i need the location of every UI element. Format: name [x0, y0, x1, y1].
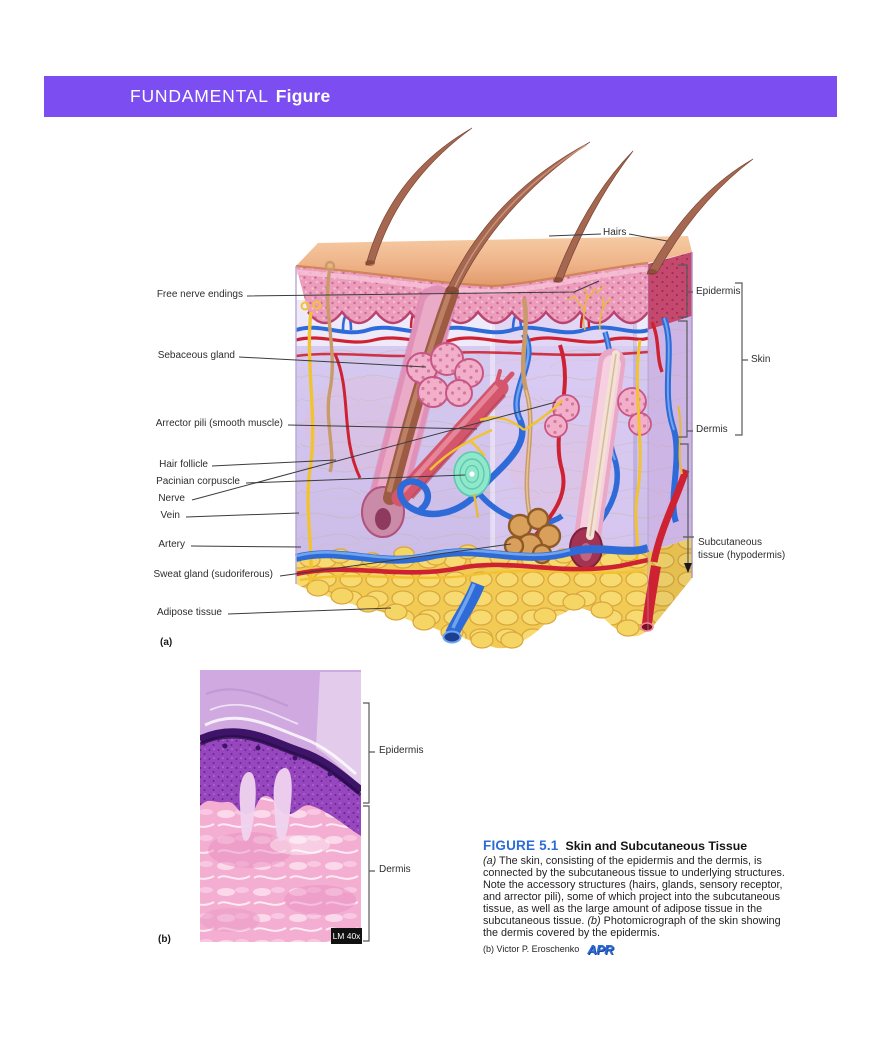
label-free-nerve-endings: Free nerve endings	[156, 289, 243, 300]
label-dermis: Dermis	[696, 424, 728, 435]
label-hairs: Hairs	[603, 227, 627, 238]
free-nerve-endings	[566, 285, 612, 331]
figure-a-marker: (a)	[160, 637, 173, 648]
caption-credit-row: (b) Victor P. Eroschenko APR	[483, 942, 791, 957]
label-micrograph-epidermis: Epidermis	[379, 745, 424, 756]
leader-lines	[185, 233, 668, 615]
figure-b-marker: (b)	[158, 934, 171, 945]
label-sweat-gland: Sweat gland (sudoriferous)	[153, 569, 273, 580]
label-subcutaneous-line1: Subcutaneous	[698, 537, 762, 548]
nerves	[299, 300, 646, 584]
photo-credit: (b) Victor P. Eroschenko	[483, 944, 580, 955]
banner-word-fundamental: FUNDAMENTAL	[130, 86, 269, 106]
caption-title: Skin and Subcutaneous Tissue	[565, 839, 748, 853]
label-subcutaneous-tissue: Subcutaneous tissue (hypodermis)	[698, 536, 785, 562]
caption-text-1: The skin, consisting of the epidermis an…	[483, 855, 785, 927]
skin-block	[294, 127, 754, 649]
label-pacinian-corpuscle: Pacinian corpuscle	[156, 476, 240, 487]
label-adipose-tissue: Adipose tissue	[156, 607, 222, 618]
caption-body: (a) The skin, consisting of the epidermi…	[483, 855, 791, 940]
caption-marker-a: (a)	[483, 855, 497, 867]
micrograph	[200, 670, 375, 942]
label-nerve: Nerve	[158, 493, 185, 504]
sebaceous-gland	[406, 342, 484, 408]
pacinian-corpuscle	[453, 451, 491, 519]
caption-figure-number: FIGURE 5.1	[483, 838, 559, 853]
label-epidermis: Epidermis	[696, 286, 741, 297]
label-sebaceous-gland: Sebaceous gland	[157, 350, 235, 361]
banner-word-figure: Figure	[275, 86, 331, 106]
label-arrector-pili: Arrector pili (smooth muscle)	[155, 418, 283, 429]
label-artery: Artery	[158, 539, 185, 550]
figure-caption: FIGURE 5.1 Skin and Subcutaneous Tissue …	[483, 838, 791, 957]
label-skin: Skin	[751, 354, 771, 365]
subcutaneous-arrow	[684, 563, 692, 573]
label-subcutaneous-line2: tissue (hypodermis)	[698, 550, 786, 561]
caption-text-2: Photomicrograph of the skin showing the …	[483, 914, 781, 939]
label-vein: Vein	[160, 510, 180, 521]
magnification-badge: LM 40x	[331, 928, 362, 944]
label-hair-follicle: Hair follicle	[159, 459, 208, 470]
caption-heading: FIGURE 5.1 Skin and Subcutaneous Tissue	[483, 838, 791, 853]
fundamental-figure-banner: FUNDAMENTAL Figure	[44, 76, 837, 117]
apr-logo: APR	[587, 941, 614, 957]
hair-follicle	[361, 285, 459, 538]
label-micrograph-dermis: Dermis	[379, 864, 411, 875]
brackets	[678, 264, 748, 563]
caption-marker-b: (b)	[587, 914, 601, 927]
